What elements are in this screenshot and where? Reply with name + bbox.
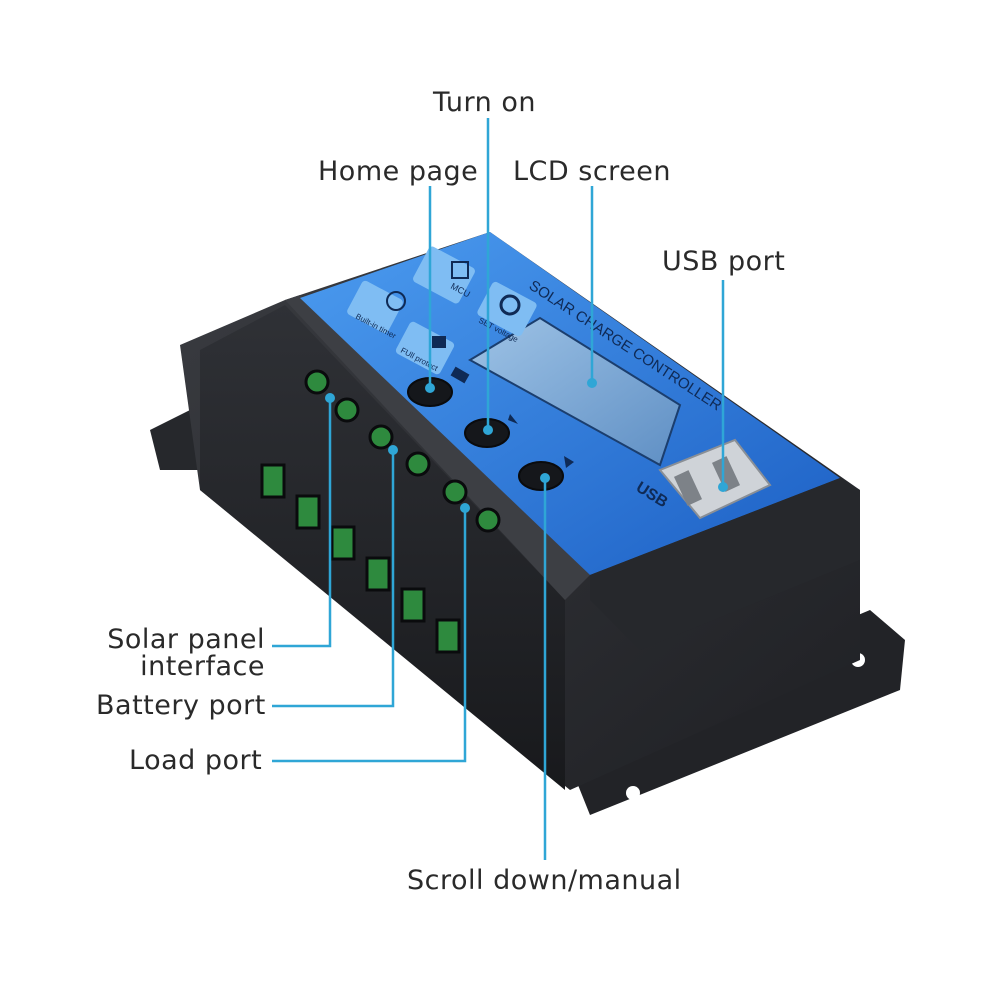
- timer-icon: [347, 280, 403, 334]
- mcu-icon: [413, 246, 475, 304]
- label-scroll-down-manual: Scroll down/manual: [407, 865, 682, 896]
- callout-dot-battery-port: [388, 445, 398, 455]
- terminal-screw: [442, 479, 468, 505]
- lock-icon: [432, 336, 446, 348]
- terminal-screw: [304, 369, 330, 395]
- callout-dot-usb-port: [718, 482, 728, 492]
- label-solar-panel-interface: Solar panel interface: [107, 624, 265, 682]
- up-arrow-icon: [508, 414, 518, 424]
- terminal-slot: [435, 618, 461, 654]
- terminal-screw: [475, 507, 501, 533]
- terminal-slot: [295, 494, 321, 530]
- label-home-page: Home page: [318, 156, 479, 187]
- usb-slot: [711, 456, 741, 492]
- home-symbol: [450, 366, 470, 384]
- label-turn-on: Turn on: [433, 87, 536, 118]
- callout-line-solar-panel-interface: [272, 398, 332, 648]
- callout-dot-home-page: [425, 383, 435, 393]
- terminal-screw: [405, 451, 431, 477]
- label-usb-port: USB port: [662, 246, 786, 277]
- callout-line-load-port: [272, 508, 467, 763]
- terminal-slot: [330, 525, 356, 561]
- callout-lines: [272, 118, 728, 860]
- terminal-ridge: [285, 295, 590, 600]
- callout-dot-lcd-screen: [587, 378, 597, 388]
- callout-dot-turn-on: [483, 425, 493, 435]
- side-frame: [590, 478, 860, 650]
- label-lcd-screen: LCD screen: [513, 156, 672, 187]
- terminal-slot: [365, 556, 391, 592]
- label-battery-port: Battery port: [96, 690, 266, 721]
- terminal-screw: [368, 424, 394, 450]
- terminal-slot: [400, 587, 426, 623]
- mount-hole: [626, 786, 640, 800]
- down-arrow-icon: [564, 456, 574, 468]
- protect-icon: [395, 321, 455, 375]
- usb-slot: [673, 470, 703, 506]
- clock-icon: [386, 291, 406, 311]
- callout-line-battery-port: [272, 450, 395, 708]
- terminal-face: [200, 305, 565, 790]
- callout-dot-scroll-down-manual: [540, 473, 550, 483]
- gear-icon: [499, 294, 521, 316]
- terminal-slot: [260, 463, 286, 499]
- set-icon: [477, 281, 537, 337]
- label-load-port: Load port: [129, 745, 263, 776]
- callout-dot-solar-panel-interface: [325, 393, 335, 403]
- terminal-screw: [334, 397, 360, 423]
- callout-dot-load-port: [460, 503, 470, 513]
- chip-icon: [451, 261, 469, 279]
